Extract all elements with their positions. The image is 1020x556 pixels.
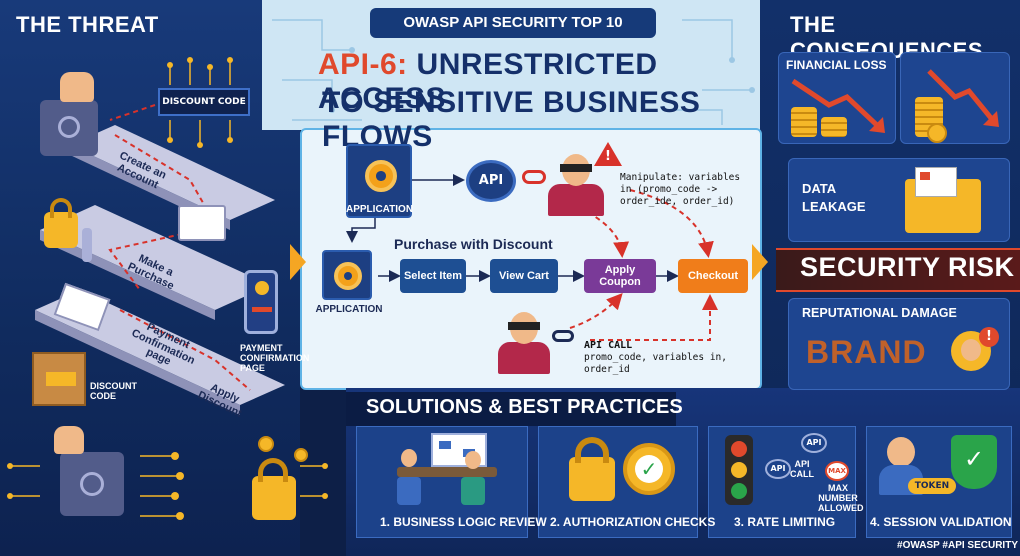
coin-stack-icon — [791, 107, 817, 137]
title-rest: UNRESTRICTED ACCESS — [318, 48, 658, 115]
safe-box-bottom — [60, 452, 124, 516]
api-call-text: promo_code, variables in, order_id — [584, 352, 727, 375]
verified-badge-icon: ✓ — [623, 443, 675, 495]
form-icon — [178, 205, 226, 241]
application-card-top — [346, 144, 412, 218]
traffic-light-icon — [725, 435, 753, 505]
down-trend-arrow-icon — [927, 69, 999, 127]
gear-icon — [334, 262, 362, 290]
padlock-icon — [44, 212, 78, 248]
table-icon — [397, 467, 497, 477]
manipulate-text: Manipulate: variables in (promo_code -> … — [620, 172, 741, 207]
data-leakage-card — [788, 158, 1010, 242]
solution-card-3: API API MAX — [708, 426, 856, 538]
person-body-icon — [397, 477, 421, 505]
hacker-avatar-bottom — [498, 312, 550, 374]
token-badge: TOKEN — [908, 478, 956, 494]
arrow-right-icon — [290, 244, 306, 280]
financial-loss-label: FINANCIAL LOSS — [786, 58, 887, 72]
view-cart-button[interactable]: View Cart — [490, 259, 558, 293]
security-risk-banner — [776, 248, 1020, 292]
discount-code-box-label: DISCOUNT CODE — [90, 381, 137, 401]
api-call-small-label: API CALL — [790, 459, 814, 479]
hand-icon-bottom — [54, 426, 84, 454]
financial-loss-card-2 — [900, 52, 1010, 144]
checkout-button[interactable]: Checkout — [678, 259, 748, 293]
circuit-pattern — [272, 19, 755, 125]
chain-icon — [552, 330, 574, 342]
hashtags: #OWASP #API SECURITY — [897, 540, 1018, 551]
coin-icon — [258, 436, 274, 452]
alert-badge-icon: ! — [979, 327, 999, 347]
solution-card-1 — [356, 426, 528, 538]
down-trend-arrow-icon — [791, 78, 885, 133]
gear-icon — [365, 160, 397, 192]
solution-card-2: ✓ — [538, 426, 698, 538]
reputational-damage-card: ! — [788, 298, 1010, 390]
circuit-lines-icon — [167, 57, 233, 148]
lock-shackle — [575, 437, 609, 463]
solutions-title-bar — [346, 392, 676, 426]
shield-check-icon: ✓ — [951, 435, 997, 489]
safe-box-top — [40, 100, 98, 156]
application-left-label: APPLICATION — [315, 304, 383, 315]
person-body-icon — [461, 477, 485, 505]
padlock-shackle — [50, 198, 72, 218]
broken-chain-icon — [522, 170, 546, 184]
padlock-bottom-icon — [252, 476, 296, 520]
person-icon — [465, 451, 481, 469]
flow-arrows — [346, 174, 718, 341]
circuit-bottom-icon — [7, 452, 328, 520]
user-icon — [887, 437, 915, 467]
application-top-label: APPLICATION — [346, 204, 414, 215]
document-icon — [915, 167, 957, 197]
padlock-bottom-shackle — [258, 458, 288, 482]
max-node: MAX — [825, 461, 849, 481]
solution-label-4: 4. SESSION VALIDATION — [870, 515, 1012, 529]
api-id: API-6: — [318, 48, 408, 81]
solution-label-2: 2. AUTHORIZATION CHECKS — [550, 515, 716, 529]
coin-icon — [294, 448, 308, 462]
main-title-line-1: API-6: UNRESTRICTED ACCESS — [318, 48, 738, 116]
coin-stack-icon — [821, 117, 847, 137]
api-top-node: API — [801, 433, 827, 453]
hand-icon — [60, 72, 94, 102]
owasp-badge: OWASP API SECURITY TOP 10 — [370, 8, 656, 38]
main-title-line-2: TO SENSITIVE BUSINESS FLOWS — [322, 86, 701, 153]
api-node: API — [466, 160, 516, 202]
coin-icon — [927, 123, 947, 143]
api-left-node: API — [765, 459, 791, 479]
lock-icon — [569, 457, 615, 501]
reputational-damage-label: REPUTATIONAL DAMAGE — [802, 306, 957, 320]
financial-loss-card — [778, 52, 896, 144]
select-item-button[interactable]: Select Item — [400, 259, 466, 293]
arrow-right-icon — [752, 244, 768, 280]
package-box-icon — [32, 352, 86, 406]
solution-label-3: 3. RATE LIMITING — [734, 515, 836, 529]
apply-coupon-button[interactable]: Apply Coupon — [584, 259, 656, 293]
key-icon — [82, 228, 92, 262]
warning-icon — [594, 142, 622, 166]
application-card-left — [322, 250, 372, 300]
solution-label-1: 1. BUSINESS LOGIC REVIEW — [380, 515, 547, 529]
hacker-avatar-top — [548, 154, 604, 216]
security-risk-label: SECURITY RISK — [800, 252, 1015, 282]
solutions-title: SOLUTIONS & BEST PRACTICES — [366, 396, 683, 418]
phone-icon — [244, 270, 278, 334]
api-call-title: API CALL — [584, 340, 633, 351]
data-leakage-label: DATA LEAKAGE — [802, 181, 866, 214]
person-icon — [401, 449, 417, 467]
discount-code-tag: DISCOUNT CODE — [158, 88, 250, 116]
purchase-heading: Purchase with Discount — [394, 236, 553, 252]
max-number-label: MAX NUMBER ALLOWED — [818, 483, 864, 513]
threat-title: THE THREAT — [16, 12, 159, 37]
warning-symbol: ! — [605, 149, 611, 164]
payment-confirmation-label: PAYMENT CONFIRMATION PAGE — [240, 343, 310, 373]
brand-text: BRAND — [806, 334, 927, 370]
